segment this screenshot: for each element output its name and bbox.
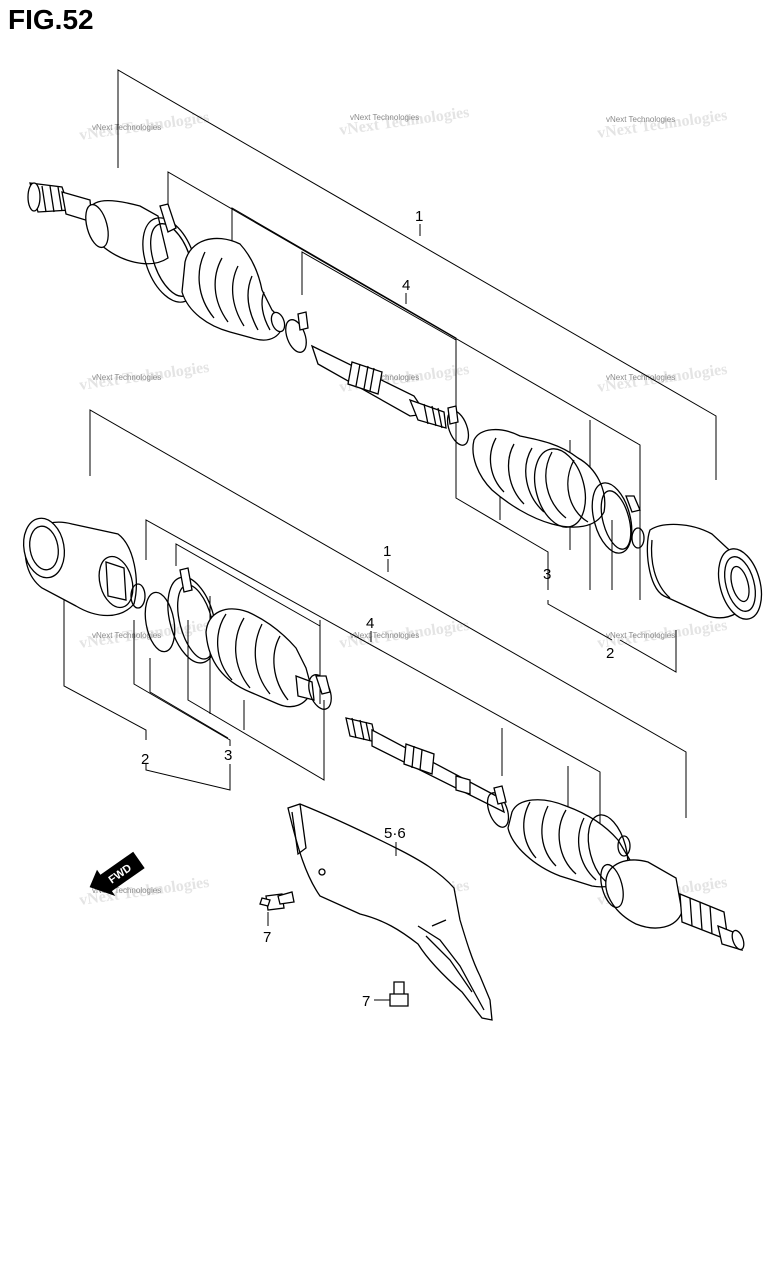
callout-lower-shaft: 4 xyxy=(366,615,374,632)
watermark: vNext Technologies xyxy=(92,631,161,640)
upper-inner-boot xyxy=(472,429,606,528)
upper-drive-shaft-assembly: 1 4 3 2 xyxy=(27,69,763,673)
upper-shaft-bar xyxy=(310,344,447,429)
callout-lower-boot-set: 3 xyxy=(224,747,232,764)
upper-inner-clamp-large xyxy=(591,482,645,554)
upper-boot-clamp-small xyxy=(285,311,309,353)
watermark: vNext Technologies xyxy=(350,373,419,382)
callout-cover: 5·6 xyxy=(384,825,406,842)
upper-spline-stub xyxy=(27,182,93,223)
upper-outer-boot xyxy=(181,237,286,341)
bolt-lower: 7 xyxy=(362,981,409,1010)
shaft-cover-plate: 5·6 xyxy=(287,803,493,1021)
callout-bolt-b: 7 xyxy=(362,993,370,1010)
lower-leader-lines xyxy=(63,409,687,838)
lower-outer-joint xyxy=(600,859,745,951)
callout-lower-joint-set: 2 xyxy=(141,751,149,768)
watermark: vNext Technologies xyxy=(606,631,675,640)
callout-upper-boot-set: 3 xyxy=(543,566,551,583)
callout-upper-joint-set: 2 xyxy=(606,645,614,662)
lower-boot xyxy=(205,608,332,710)
callout-lower-shaft-assembly: 1 xyxy=(383,543,391,560)
watermark: vNext Technologies xyxy=(606,115,675,124)
watermark: vNext Technologies xyxy=(92,886,161,895)
lower-shaft-bar xyxy=(345,717,506,814)
upper-outer-joint xyxy=(85,200,169,265)
upper-inner-joint xyxy=(646,523,763,620)
figure-title: FIG.52 xyxy=(8,4,94,35)
watermark: vNext Technologies xyxy=(92,123,161,132)
watermark: vNext Technologies xyxy=(350,113,419,122)
watermark: vNext Technologies xyxy=(92,373,161,382)
lower-inner-joint xyxy=(22,517,137,617)
upper-inner-clamp-small xyxy=(446,405,470,446)
callout-upper-shaft: 4 xyxy=(402,277,410,294)
lower-drive-shaft-assembly: 1 4 2 3 xyxy=(22,409,745,951)
watermark: vNext Technologies xyxy=(606,373,675,382)
bolt-upper: 7 xyxy=(259,891,295,946)
lower-outer-clamp-small xyxy=(486,785,510,828)
callout-upper-shaft-assembly: 1 xyxy=(415,208,423,225)
watermark-shadow: vNext Technologies xyxy=(596,107,728,142)
watermark: vNext Technologies xyxy=(350,631,419,640)
callout-bolt-a: 7 xyxy=(263,929,271,946)
